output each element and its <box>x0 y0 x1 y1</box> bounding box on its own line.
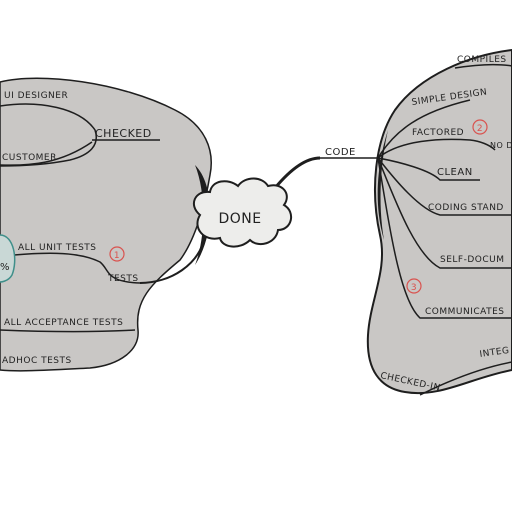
percent-fragment: % <box>0 262 10 273</box>
annotation-circle-two <box>472 119 488 135</box>
all-unit-tests-label: ALL UNIT TESTS <box>18 243 97 253</box>
right-connector <box>273 156 321 189</box>
acceptance-tests-line <box>0 329 136 333</box>
checked-in-line <box>419 361 512 396</box>
communicates-line <box>377 157 512 319</box>
ui-designer-label: UI DESIGNER <box>4 91 68 101</box>
compiles-label: COMPILES <box>457 55 507 65</box>
integrated-fragment: INTEG <box>479 346 510 360</box>
customer-line <box>0 141 93 166</box>
communicates-label: COMMUNICATES <box>425 307 505 317</box>
annotation-number-one: 1 <box>114 251 120 261</box>
left-region-shadow <box>195 165 210 265</box>
code-label: CODE <box>325 147 356 158</box>
no-duplication-fragment: NO D <box>490 141 512 150</box>
percent-bubble <box>0 234 16 283</box>
checked-label: CHECKED <box>95 127 152 140</box>
left-upper-lobe <box>0 103 97 167</box>
annotation-circle-one <box>109 246 125 262</box>
annotation-number-three: 3 <box>411 283 417 293</box>
unit-tests-line <box>13 252 141 284</box>
clean-line <box>377 157 480 181</box>
done-cloud <box>192 177 293 248</box>
factored-line <box>377 138 496 159</box>
self-documenting-label: SELF-DOCUM <box>440 255 505 265</box>
tests-line <box>139 234 206 284</box>
self-documenting-line <box>377 157 512 269</box>
done-label: DONE <box>218 211 261 227</box>
clean-label: CLEAN <box>437 167 473 178</box>
left-region-shape <box>0 77 212 372</box>
customer-label: CUSTOMER <box>2 153 57 163</box>
adhoc-tests-label: ADHOC TESTS <box>2 356 72 366</box>
simple-design-line <box>377 99 471 159</box>
annotation-circle-three <box>406 278 422 294</box>
coding-standards-line <box>377 157 512 216</box>
right-region-shadow <box>377 130 388 240</box>
all-acceptance-tests-label: ALL ACCEPTANCE TESTS <box>4 318 123 328</box>
tests-label: TESTS <box>107 274 139 284</box>
annotation-number-two: 2 <box>477 124 483 134</box>
factored-label: FACTORED <box>412 128 464 138</box>
right-region-shape <box>366 48 512 395</box>
compiles-line <box>454 63 512 69</box>
coding-standards-label: CODING STAND <box>428 203 504 213</box>
